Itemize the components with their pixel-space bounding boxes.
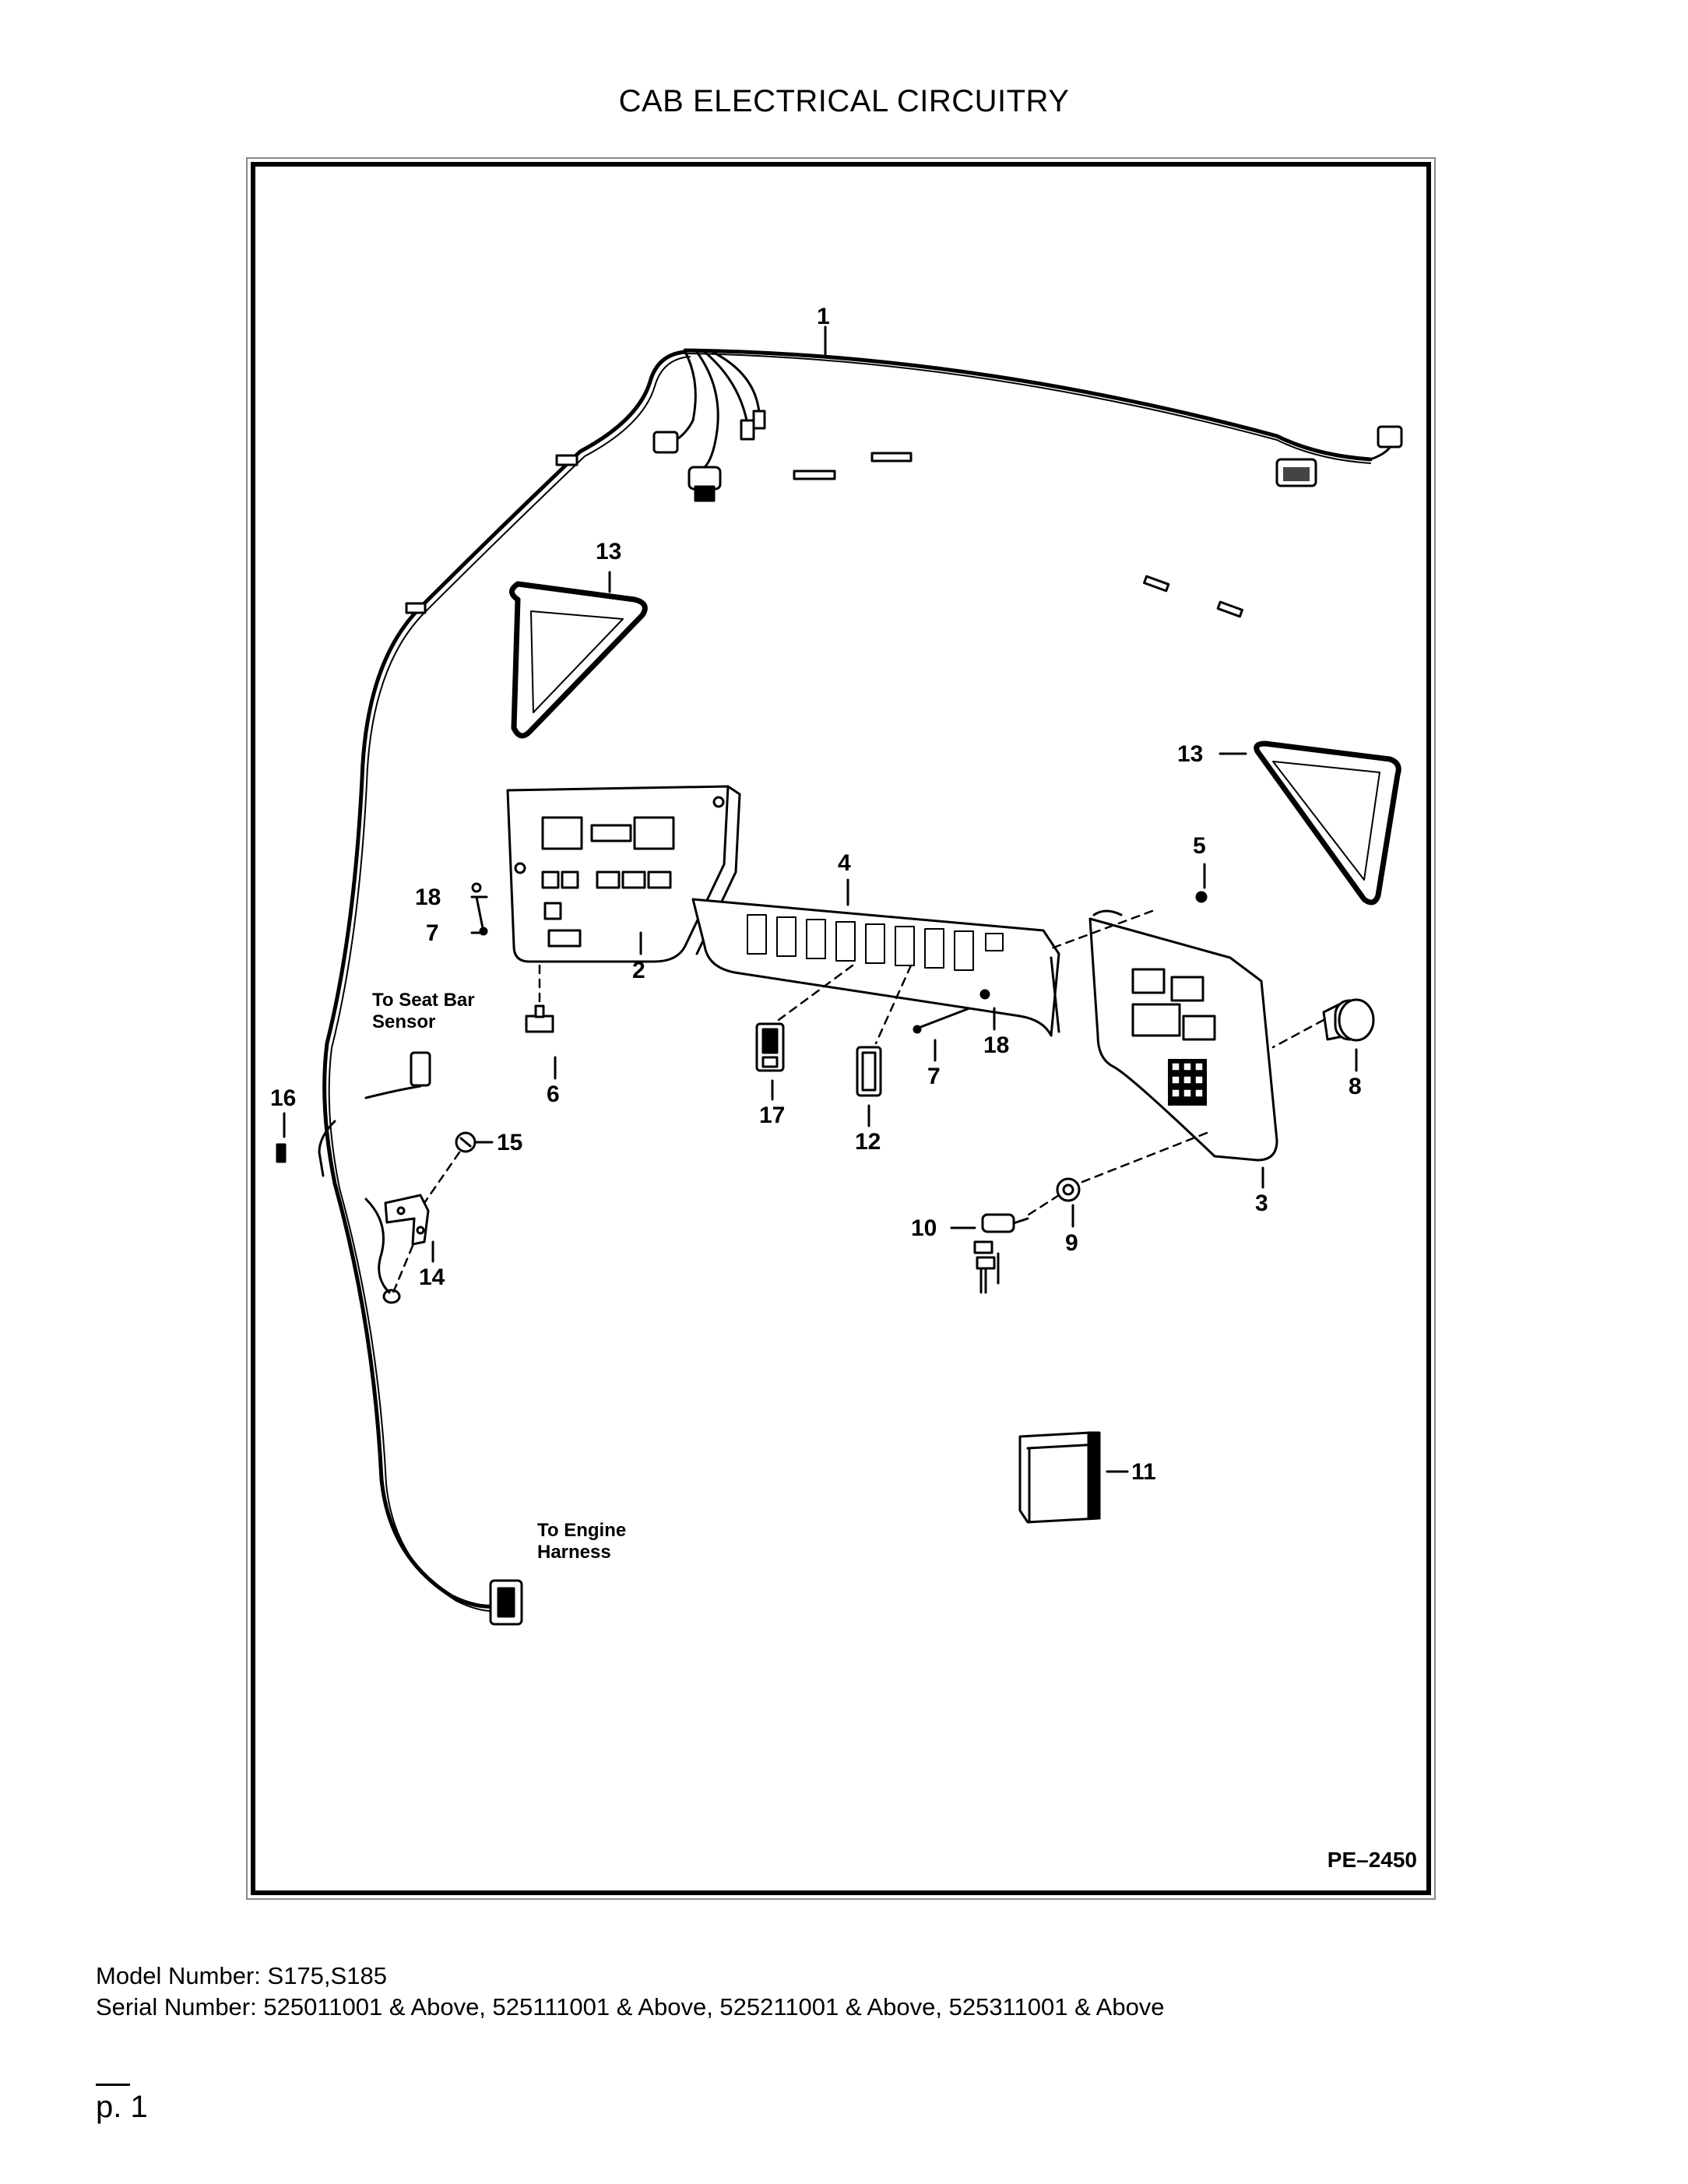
callout-7-left: 7 (426, 920, 439, 946)
bracket-part-14 (384, 1194, 430, 1246)
figure-frame-outer (246, 157, 1436, 1900)
module-part-11 (1018, 1431, 1101, 1524)
callout-8: 8 (1349, 1074, 1362, 1099)
screw-part-7-right (913, 1007, 971, 1034)
vent-grille-right (1254, 740, 1401, 906)
callout-7-right: 7 (927, 1064, 941, 1089)
left-instrument-panel (506, 785, 741, 963)
callout-13-left: 13 (596, 539, 621, 564)
right-instrument-panel (1088, 909, 1278, 1162)
callout-18-left: 18 (415, 885, 441, 910)
callout-17: 17 (759, 1103, 785, 1128)
knob-part-8 (1322, 998, 1375, 1042)
figure-reference: PE–2450 (1328, 1848, 1417, 1872)
ring-nut-part-9 (1056, 1177, 1081, 1202)
callout-16: 16 (270, 1085, 296, 1111)
key-switch-part-10 (973, 1213, 1029, 1294)
callout-9: 9 (1065, 1230, 1078, 1256)
plug-part-6 (525, 1004, 554, 1033)
page-number-rule (96, 2084, 130, 2086)
page-number: p. 1 (96, 2090, 148, 2124)
center-switch-panel (691, 898, 1060, 1037)
screw-part-7-left (475, 895, 488, 936)
callout-2: 2 (632, 958, 645, 983)
note-engine-harness-line1: To Engine (537, 1520, 626, 1541)
serial-number: Serial Number: 525011001 & Above, 525111… (96, 1993, 1165, 2020)
callout-15: 15 (497, 1130, 522, 1155)
figure-frame (251, 162, 1431, 1895)
vent-grille-left (509, 581, 648, 739)
rocker-switch-part-17 (755, 1022, 785, 1072)
note-seat-bar-line2: Sensor (372, 1011, 435, 1032)
grommet-part-15 (455, 1131, 477, 1153)
wire-harness (276, 348, 1403, 1626)
callout-1: 1 (817, 304, 830, 329)
page-title: CAB ELECTRICAL CIRCUITRY (618, 84, 1070, 118)
callout-3: 3 (1255, 1190, 1268, 1216)
nut-part-18-left (471, 882, 482, 893)
callout-12: 12 (855, 1129, 881, 1155)
callout-5: 5 (1193, 833, 1206, 859)
callout-labels: 1 13 13 5 4 18 7 2 6 8 18 7 17 12 3 9 10… (270, 304, 1362, 1485)
note-seat-bar-line1: To Seat Bar (372, 990, 475, 1011)
callout-4: 4 (838, 850, 851, 876)
note-engine-harness-line2: Harness (537, 1542, 611, 1563)
callout-11: 11 (1131, 1459, 1156, 1485)
callout-6: 6 (547, 1081, 560, 1107)
callout-14: 14 (419, 1264, 445, 1290)
screw-part-5 (1195, 891, 1208, 903)
callout-10: 10 (911, 1215, 937, 1241)
callout-13-right: 13 (1177, 741, 1203, 767)
bezel-part-12 (856, 1046, 882, 1097)
model-number: Model Number: S175,S185 (96, 1962, 387, 1989)
nut-part-18-right (979, 989, 990, 1000)
callout-18-right: 18 (983, 1032, 1009, 1058)
